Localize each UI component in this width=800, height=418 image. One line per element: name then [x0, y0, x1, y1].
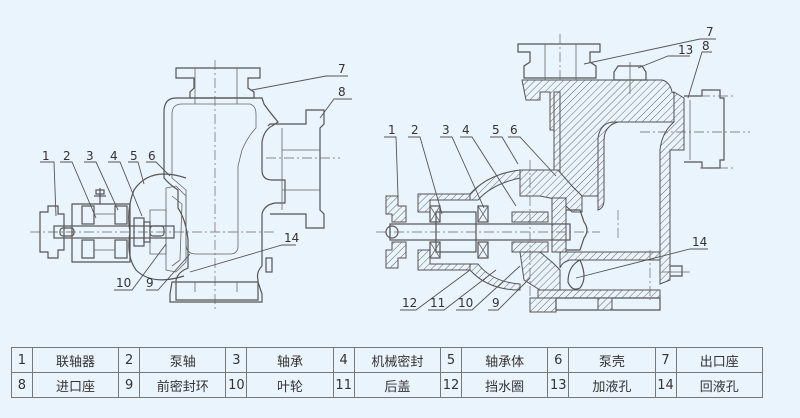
part-number: 7 [654, 347, 677, 373]
part-name: 泵壳 [568, 347, 656, 373]
callout-4: 4 [110, 149, 118, 163]
callout-10: 10 [116, 276, 131, 290]
left-callouts: 1 2 3 4 5 6 7 8 10 9 14 [40, 62, 352, 291]
callout-2: 2 [63, 149, 71, 163]
part-name: 泵轴 [139, 347, 227, 373]
callout-13: 13 [678, 43, 693, 57]
part-name: 加液孔 [568, 372, 656, 398]
part-number: 14 [654, 372, 677, 398]
callout-14: 14 [284, 231, 299, 245]
callout-8: 8 [702, 39, 710, 53]
part-name: 叶轮 [246, 372, 334, 398]
part-name: 回液孔 [675, 372, 764, 398]
part-name: 挡水圈 [460, 372, 549, 398]
part-name: 前密封环 [139, 372, 227, 398]
part-name: 轴承 [246, 347, 334, 373]
part-number: 10 [225, 372, 248, 398]
part-name: 后盖 [353, 372, 442, 398]
callout-4: 4 [462, 123, 470, 137]
left-view [30, 60, 340, 310]
part-number: 6 [547, 347, 570, 373]
callout-9: 9 [146, 276, 154, 290]
part-name: 出口座 [675, 347, 764, 373]
callout-9: 9 [492, 296, 500, 310]
part-number: 5 [440, 347, 462, 373]
part-number: 11 [332, 372, 355, 398]
callout-10: 10 [458, 296, 473, 310]
callout-1: 1 [42, 149, 50, 163]
callout-3: 3 [442, 123, 450, 137]
callout-8: 8 [338, 85, 346, 99]
part-number: 3 [225, 347, 248, 373]
legend-row: 8 进口座 9 前密封环 10 叶轮 11 后盖 12 挡水圈 13 加液孔 1… [11, 372, 764, 398]
part-number: 9 [118, 372, 141, 398]
callout-11: 11 [430, 296, 445, 310]
part-number: 8 [11, 372, 33, 398]
callout-6: 6 [510, 123, 518, 137]
part-number: 2 [118, 347, 141, 373]
callout-5: 5 [492, 123, 500, 137]
callout-14: 14 [692, 235, 707, 249]
parts-legend-table: 1 联轴器 2 泵轴 3 轴承 4 机械密封 5 轴承体 6 泵壳 7 出口座 … [11, 347, 764, 398]
callout-12: 12 [402, 296, 417, 310]
callout-3: 3 [86, 149, 94, 163]
part-number: 1 [11, 347, 33, 373]
callout-7: 7 [338, 62, 346, 76]
part-name: 轴承体 [460, 347, 549, 373]
callout-1: 1 [388, 123, 396, 137]
part-number: 12 [440, 372, 462, 398]
part-name: 进口座 [31, 372, 120, 398]
part-number: 4 [332, 347, 355, 373]
callout-6: 6 [148, 149, 156, 163]
callout-2: 2 [411, 123, 419, 137]
pump-drawing: 1 2 3 4 5 6 7 8 10 9 14 [30, 25, 750, 313]
right-callouts: 1 2 3 4 5 6 7 13 8 12 11 10 9 14 [384, 25, 716, 311]
part-number: 13 [547, 372, 570, 398]
part-name: 机械密封 [353, 347, 442, 373]
legend-row: 1 联轴器 2 泵轴 3 轴承 4 机械密封 5 轴承体 6 泵壳 7 出口座 [11, 347, 764, 373]
right-view [376, 34, 750, 313]
callout-5: 5 [130, 149, 138, 163]
callout-7: 7 [706, 25, 714, 39]
part-name: 联轴器 [31, 347, 120, 373]
